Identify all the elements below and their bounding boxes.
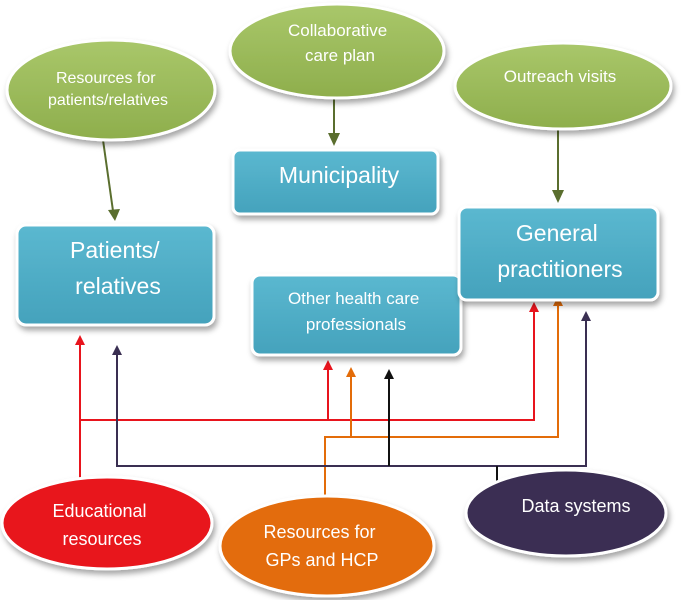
connectors bbox=[75, 95, 591, 503]
svg-text:General practitioners: General practitioners bbox=[497, 220, 622, 282]
node-other-hcp: Other health care professionals bbox=[250, 273, 463, 357]
svg-text:Collaborative care plan: Collaborative care plan bbox=[288, 21, 392, 65]
svg-text:Patients/ relatives: Patients/ relatives bbox=[70, 237, 166, 299]
svg-text:Outreach visits: Outreach visits bbox=[504, 67, 616, 86]
svg-text:Resources for patients/r: Resources for patients/relatives bbox=[48, 70, 168, 109]
data-systems-links bbox=[116, 320, 587, 467]
resources-gps-links bbox=[324, 305, 559, 503]
node-label-line: resources bbox=[62, 529, 141, 549]
node-resources-gps: Resources for GPs and HCP bbox=[218, 494, 436, 598]
node-educational: Educational resources bbox=[0, 475, 214, 571]
node-care-plan: Collaborative care plan bbox=[228, 2, 446, 100]
svg-text:Municipality: Municipality bbox=[279, 162, 400, 188]
svg-text:Other health care profes: Other health care professionals bbox=[288, 289, 424, 334]
node-resources-patients: Resources for patients/relatives bbox=[5, 38, 217, 142]
node-label-line: patients/relatives bbox=[48, 92, 168, 109]
arrowhead-gps bbox=[552, 190, 564, 203]
node-label-line: Outreach visits bbox=[504, 67, 616, 86]
black-arrowhead bbox=[384, 369, 394, 379]
arrowhead-patients bbox=[108, 209, 120, 221]
node-label-line: Patients/ bbox=[70, 237, 160, 263]
node-label-line: General bbox=[516, 220, 598, 246]
arrowhead-municipality bbox=[328, 133, 340, 146]
node-label-line: Data systems bbox=[521, 496, 630, 516]
node-label-line: practitioners bbox=[497, 256, 622, 282]
node-label-line: Municipality bbox=[279, 162, 400, 188]
node-municipality: Municipality bbox=[231, 148, 440, 216]
data-systems-black-links bbox=[388, 378, 498, 487]
node-label-line: Resources for bbox=[56, 70, 156, 87]
node-label-line: professionals bbox=[306, 315, 406, 334]
svg-text:Educational resources: Educational resources bbox=[52, 501, 151, 549]
svg-text:Data systems: Data systems bbox=[521, 496, 630, 516]
arrow-resources-to-patients bbox=[102, 139, 115, 219]
node-label-line: Educational bbox=[52, 501, 146, 521]
node-label-line: Other health care bbox=[288, 289, 419, 308]
data-systems-arrowheads bbox=[112, 311, 591, 355]
node-outreach: Outreach visits bbox=[453, 41, 673, 131]
node-gps: General practitioners bbox=[457, 205, 660, 302]
svg-text:Resources for GPs and HC: Resources for GPs and HCP bbox=[263, 522, 380, 570]
node-label-line: GPs and HCP bbox=[265, 550, 378, 570]
node-label-line: Resources for bbox=[263, 522, 375, 542]
node-label-line: care plan bbox=[305, 46, 375, 65]
node-label-line: Collaborative bbox=[288, 21, 387, 40]
node-data-systems: Data systems bbox=[464, 468, 668, 558]
educational-links bbox=[79, 312, 535, 487]
node-label-line: relatives bbox=[75, 273, 161, 299]
educational-arrowheads bbox=[75, 302, 539, 370]
node-patients: Patients/ relatives bbox=[15, 223, 216, 327]
